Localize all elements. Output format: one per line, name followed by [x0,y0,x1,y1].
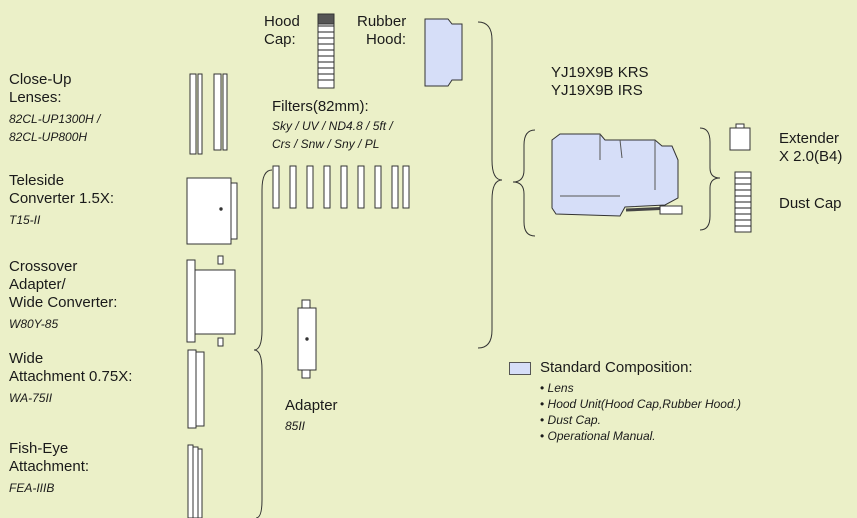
adapter-model: 85II [285,419,306,433]
close-up-label-1: Close-Up [9,71,72,88]
filters-models-1: Sky / UV / ND4.8 / 5ft / [272,119,393,133]
filters-title: Filters(82mm): [272,98,369,115]
dust-cap-icon [734,171,752,233]
teleside-label-2: Converter 1.5X: [9,190,115,207]
filters-icon [272,165,410,209]
dust-cap-label: Dust Cap [779,195,842,212]
left-brace [253,169,273,518]
crossover-label-2: Adapter/ [9,276,66,293]
legend-item: Hood Unit(Hood Cap,Rubber Hood.) [540,396,741,412]
wide-label-2: Attachment 0.75X: [9,368,133,385]
legend-item: Lens [540,380,741,396]
hood-cap-icon [317,13,335,89]
extender-label-2: X 2.0(B4) [779,148,843,165]
legend-swatch [509,362,531,375]
crossover-label-3: Wide Converter: [9,294,118,311]
crossover-label-1: Crossover [9,258,78,275]
model-line-1: YJ19X9B KRS [551,64,649,81]
lens-brace-right [699,127,721,231]
hood-cap-label: Hood [264,13,300,30]
teleside-model: T15-II [9,213,41,227]
crossover-model: W80Y-85 [9,317,59,331]
fish-eye-attachment-icon [187,444,203,518]
rubber-hood-label-2: Hood: [366,31,407,48]
wide-model: WA-75II [9,391,53,405]
close-up-lenses-icon [189,73,228,155]
filters-models-2: Crs / Snw / Sny / PL [272,137,380,151]
lens-icon [551,133,683,217]
teleside-converter-icon [186,177,238,245]
close-up-model-2: 82CL-UP800H [9,130,88,144]
wide-attachment-icon [187,349,205,429]
close-up-model-1: 82CL-UP1300H / [9,112,101,126]
fisheye-label-2: Attachment: [9,458,90,475]
center-brace [477,21,503,349]
wide-label-1: Wide [9,350,44,367]
fisheye-model: FEA-IIIB [9,481,55,495]
extender-icon [729,123,751,151]
legend-list: Lens Hood Unit(Hood Cap,Rubber Hood.) Du… [540,380,741,444]
rubber-hood-icon [424,18,463,87]
teleside-label-1: Teleside [9,172,65,189]
hood-cap-label-2: Cap: [264,31,296,48]
extender-label-1: Extender [779,130,840,147]
adapter-icon [297,299,317,379]
close-up-label-2: Lenses: [9,89,62,106]
lens-brace-left [512,129,536,237]
legend-item: Operational Manual. [540,428,741,444]
adapter-label: Adapter [285,397,338,414]
rubber-hood-label: Rubber [357,13,407,30]
legend-item: Dust Cap. [540,412,741,428]
legend-title: Standard Composition: [540,359,693,376]
fisheye-label-1: Fish-Eye [9,440,69,457]
crossover-adapter-icon [186,255,236,347]
model-line-2: YJ19X9B IRS [551,82,643,99]
